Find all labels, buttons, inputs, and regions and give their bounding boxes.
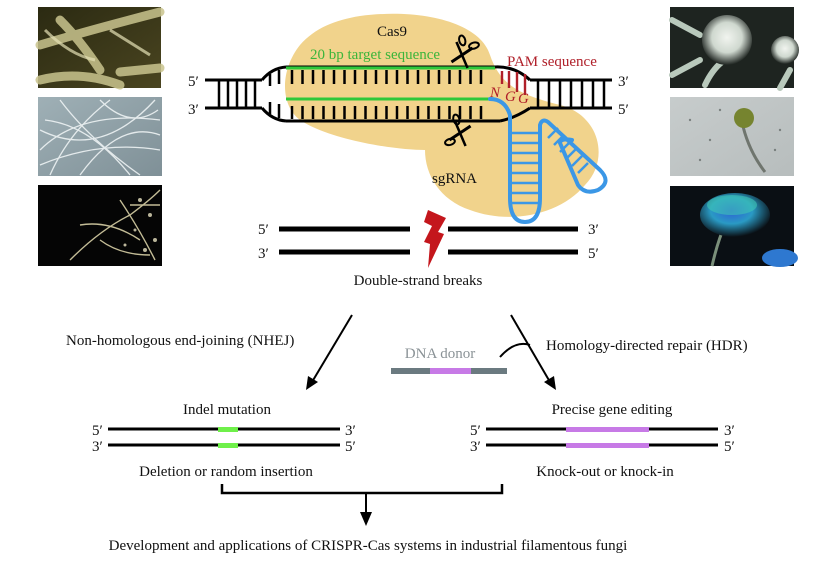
sgrna-base-pair xyxy=(547,127,559,139)
sgrna-base-pair xyxy=(553,134,565,146)
complex-end-5-top: 5′ xyxy=(188,74,199,90)
indel-dna xyxy=(108,427,340,448)
indel-end-3-right: 3′ xyxy=(345,423,356,439)
broken-dna xyxy=(279,226,578,255)
backbone-flare-top-left xyxy=(260,65,287,81)
indel-site-bottom xyxy=(218,443,238,448)
pam-rungs xyxy=(500,71,527,95)
nhej-label: Non-homologous end-joining (NHEJ) xyxy=(66,333,294,349)
double-strand-breaks-label: Double-strand breaks xyxy=(354,273,483,289)
nhej-arrow xyxy=(311,314,353,383)
indel-end-5-left: 5′ xyxy=(92,423,103,439)
insert-site-top xyxy=(566,427,649,432)
conclusion-arrowhead xyxy=(360,512,372,526)
merge-bracket xyxy=(220,484,504,495)
hdr-arrow xyxy=(510,314,551,383)
precise-editing-title: Precise gene editing xyxy=(552,402,673,418)
complex-end-3-bottom: 3′ xyxy=(188,102,199,118)
edited-dna xyxy=(486,427,718,448)
insert-site-bottom xyxy=(566,443,649,448)
indel-site-top xyxy=(218,427,238,432)
indel-caption: Deletion or random insertion xyxy=(139,464,313,480)
sgrna-strand xyxy=(488,97,608,225)
sgrna-base-pair xyxy=(577,162,589,174)
dna-duplex-target xyxy=(205,65,612,123)
cas9-protein xyxy=(285,13,599,217)
complex-end-5-bottom: 5′ xyxy=(618,102,629,118)
scissors-icon-bottom xyxy=(444,113,472,147)
micrograph-left-3 xyxy=(38,185,162,266)
micrograph-right-2 xyxy=(670,97,794,176)
break-end-3-right: 3′ xyxy=(588,222,599,238)
backbone-flare-bottom-right xyxy=(499,106,531,123)
hdr-label: Homology-directed repair (HDR) xyxy=(546,338,748,354)
micrograph-right-1 xyxy=(669,7,799,91)
edit-end-3-right: 3′ xyxy=(724,423,735,439)
complex-end-3-top: 3′ xyxy=(618,74,629,90)
indel-end-5-right: 5′ xyxy=(345,439,356,455)
cas9-label: Cas9 xyxy=(377,24,407,40)
indel-end-3-left: 3′ xyxy=(92,439,103,455)
sgrna-label: sgRNA xyxy=(432,171,477,187)
sgrna-stem-rungs xyxy=(510,127,589,205)
pam-base-g1: G xyxy=(505,89,516,105)
micrograph-left-1 xyxy=(35,7,165,90)
pam-base-g2: G xyxy=(518,91,529,107)
donor-curve-arrow xyxy=(499,342,531,358)
break-end-3-left: 3′ xyxy=(258,246,269,262)
sgrna-base-pair xyxy=(565,148,577,160)
break-end-5-left: 5′ xyxy=(258,222,269,238)
lightning-bolt-icon xyxy=(424,210,446,268)
dna-donor xyxy=(391,368,507,374)
scissors-icon-top xyxy=(450,34,480,69)
conclusion-text: Development and applications of CRISPR-C… xyxy=(109,538,628,554)
target-sequence-label: 20 bp target sequence xyxy=(310,47,440,63)
edit-end-5-left: 5′ xyxy=(470,423,481,439)
sgrna-base-pair xyxy=(559,141,571,153)
dna-donor-label: DNA donor xyxy=(405,346,475,362)
backbone-flare-top-right xyxy=(494,65,532,82)
indel-mutation-title: Indel mutation xyxy=(183,402,271,418)
hdr-arrowhead xyxy=(544,376,556,390)
edit-end-5-right: 5′ xyxy=(724,439,735,455)
break-end-5-right: 5′ xyxy=(588,246,599,262)
knock-caption: Knock-out or knock-in xyxy=(536,464,674,480)
pam-base-n: N xyxy=(489,85,501,101)
sgrna-base-pair xyxy=(571,155,583,167)
nhej-arrowhead xyxy=(306,376,318,390)
edit-end-3-left: 3′ xyxy=(470,439,481,455)
micrograph-left-2 xyxy=(38,97,162,176)
pam-sequence-label: PAM sequence xyxy=(507,54,597,70)
backbone-flare-bottom-left xyxy=(260,107,287,123)
micrograph-right-3 xyxy=(670,186,798,267)
